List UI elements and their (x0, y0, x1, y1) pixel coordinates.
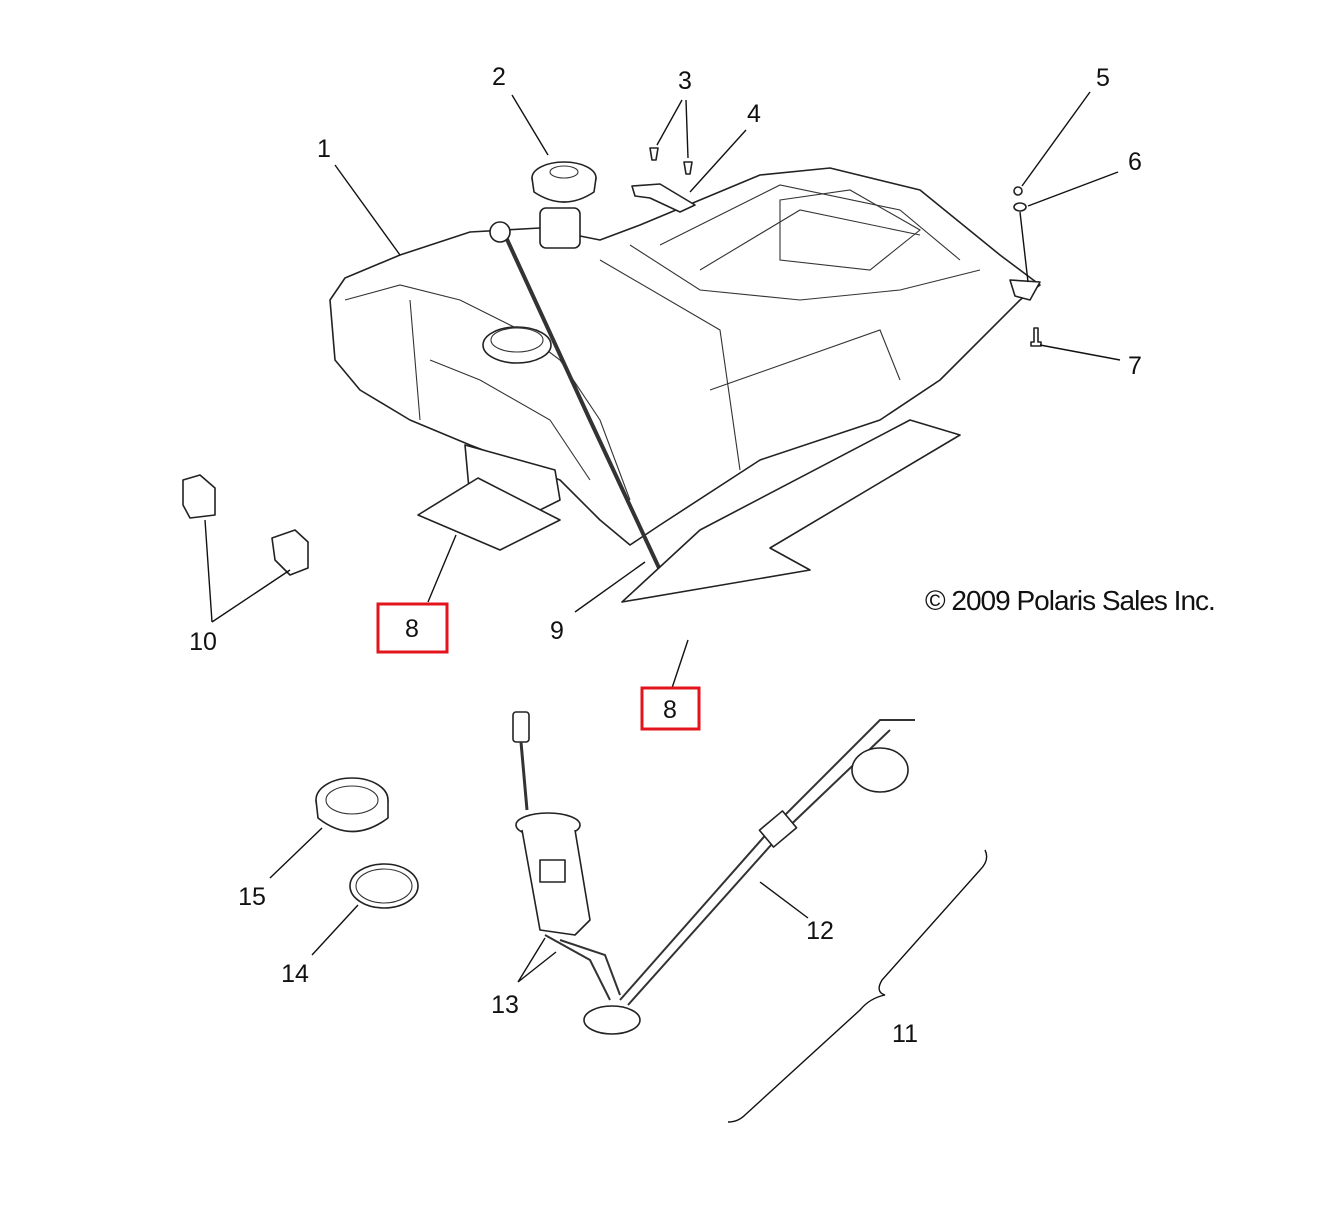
callout-5[interactable]: 5 (1096, 64, 1110, 92)
bracket-part-4[interactable] (631, 183, 696, 213)
callout-1[interactable]: 1 (317, 135, 331, 163)
callout-6[interactable]: 6 (1128, 148, 1142, 176)
fuel-tank[interactable] (329, 161, 1041, 571)
callout-15[interactable]: 15 (238, 883, 266, 911)
seal-part-14[interactable] (349, 863, 419, 909)
callout-12[interactable]: 12 (806, 917, 834, 945)
callout-10[interactable]: 10 (189, 628, 217, 656)
lock-ring-part-15[interactable] (315, 777, 389, 833)
callout-9[interactable]: 9 (550, 617, 564, 645)
callout-14[interactable]: 14 (281, 960, 309, 988)
callout-13[interactable]: 13 (491, 991, 519, 1019)
brace-part-11 (727, 849, 988, 1123)
callout-8-right[interactable]: 8 (663, 696, 677, 724)
bolt-part-7[interactable] (1030, 327, 1042, 347)
callout-7[interactable]: 7 (1128, 352, 1142, 380)
pad-part-8-left[interactable] (417, 477, 561, 551)
pad-part-8-right[interactable] (621, 419, 961, 603)
highlight-box-8-right (640, 686, 701, 731)
callout-3[interactable]: 3 (678, 67, 692, 95)
nut-part-5[interactable] (1013, 186, 1023, 196)
callout-4[interactable]: 4 (747, 100, 761, 128)
callout-8-left[interactable]: 8 (405, 615, 419, 643)
pad-part-10-b[interactable] (271, 529, 309, 576)
pad-part-10-a[interactable] (182, 474, 216, 519)
highlight-box-8-left (376, 602, 449, 654)
callout-11[interactable]: 11 (892, 1020, 918, 1048)
fuel-pump-assembly[interactable] (512, 711, 915, 1035)
washer-part-6[interactable] (1013, 202, 1027, 212)
callout-2[interactable]: 2 (492, 63, 506, 91)
screws[interactable] (649, 147, 693, 175)
leader-lines (204, 91, 1121, 983)
copyright-text: © 2009 Polaris Sales Inc. (925, 585, 1215, 616)
